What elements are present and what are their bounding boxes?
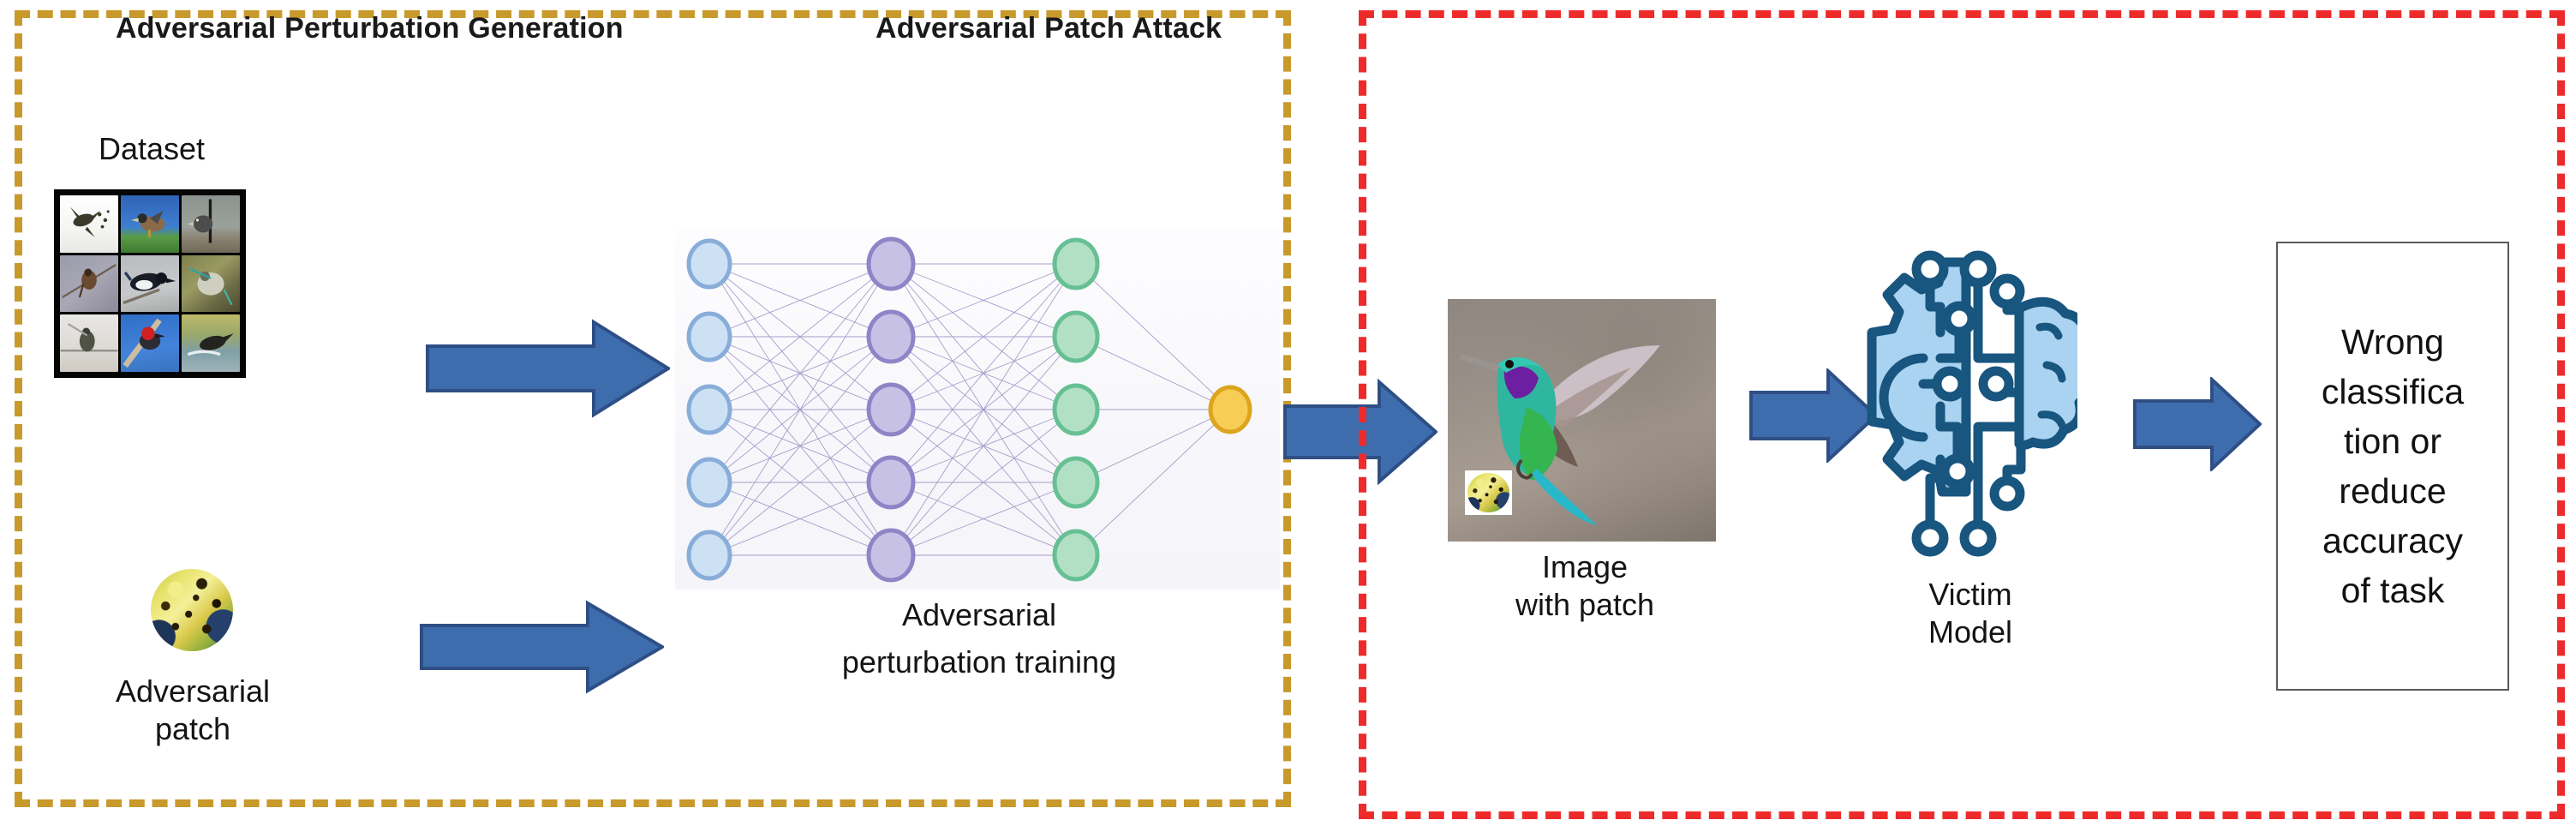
output-result-text: Wrong classifica tion or reduce accuracy… [2321,322,2465,610]
arrow-image-to-victim-model [1749,368,1878,463]
arrow-patch-to-network [420,600,664,694]
adversarial-patch-label: Adversarial patch [115,673,271,746]
adversarial-patch-image [151,569,233,651]
perturbation-training-label: Adversarial perturbation training [841,597,1117,679]
dataset-thumb [121,314,179,372]
dataset-label: Dataset [98,131,206,166]
neural-network-diagram [675,230,1280,590]
image-with-patch-label: Image with patch [1515,549,1655,622]
dataset-thumb [60,254,118,313]
image-with-patch [1448,299,1716,542]
panel-title-right: Adversarial Patch Attack [876,12,1222,45]
arrow-dataset-to-network [426,317,670,420]
output-result-box: Wrong classifica tion or reduce accuracy… [2276,242,2509,691]
dataset-thumb [60,314,118,372]
dataset-image-grid [55,190,245,377]
victim-model-icon [1863,221,2077,564]
arrow-victim-model-to-output [2133,377,2262,471]
dataset-thumb [121,195,179,253]
dataset-thumb [182,314,240,372]
patch-inset-on-image [1465,470,1512,515]
victim-model-label: Victim Model [1928,577,2013,649]
dataset-thumb [182,195,240,253]
adversarial-patch-attack-panel [1359,10,2565,819]
dataset-thumb [182,254,240,313]
dataset-thumb [121,254,179,313]
dataset-thumb [60,195,118,253]
panel-title-left: Adversarial Perturbation Generation [116,12,624,45]
